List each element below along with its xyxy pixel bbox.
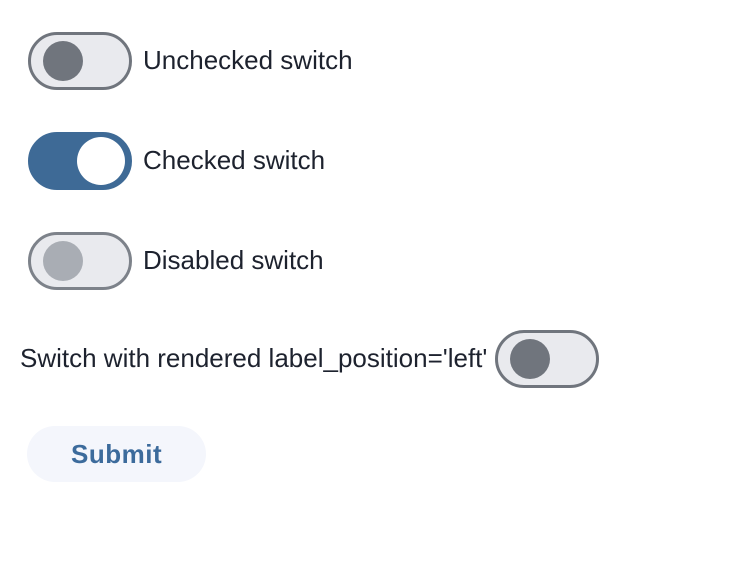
switch-thumb[interactable] [43, 41, 83, 81]
switch-checked[interactable]: Checked switch [20, 132, 325, 190]
switch-label: Disabled switch [143, 245, 324, 276]
switch-label: Switch with rendered label_position='lef… [20, 343, 488, 374]
switch-disabled: Disabled switch [20, 232, 324, 290]
switch-track[interactable] [495, 330, 600, 388]
switch-track[interactable] [28, 32, 132, 90]
switch-unchecked[interactable]: Unchecked switch [20, 32, 353, 90]
switch-label: Unchecked switch [143, 45, 353, 76]
switch-label-left[interactable]: Switch with rendered label_position='lef… [20, 330, 600, 388]
switch-track[interactable] [28, 132, 132, 190]
switch-label: Checked switch [143, 145, 326, 176]
switch-track [28, 232, 132, 290]
switch-thumb[interactable] [77, 137, 125, 185]
switch-thumb[interactable] [510, 339, 551, 379]
submit-button[interactable]: Submit [27, 426, 207, 482]
switch-thumb [43, 241, 83, 281]
